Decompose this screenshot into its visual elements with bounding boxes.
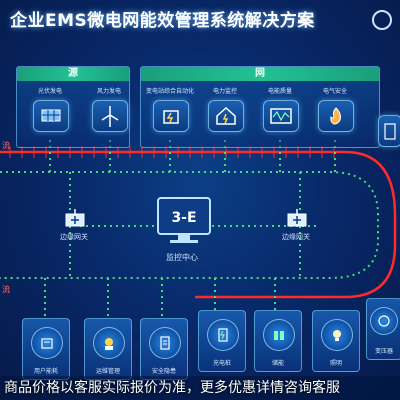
monitor-icon: 3-E [157,197,211,243]
safety-hazard-icon [149,327,181,359]
bottom-card-transformer[interactable]: 变压器 [366,298,400,360]
user-energy-label: 用户能耗 [33,368,58,375]
transformer-icon [370,307,398,335]
gateway-left-label: 边缘网关 [60,233,88,241]
battery-storage-icon [263,319,295,351]
transformer-label: 变压器 [374,348,393,355]
power-quality-label: 电能质量 [267,88,292,95]
maintenance-label: 运维管理 [95,368,120,375]
bottom-card-user-energy[interactable]: 用户能耗 [22,318,70,380]
settings-icon[interactable] [372,10,392,30]
substation-icon [163,110,179,124]
bottom-card-charging[interactable]: 充电桩 [198,310,246,372]
lighting-label: 照明 [329,360,342,367]
wind-label: 风力发电 [96,88,121,95]
power-monitor-label: 电力监控 [212,88,237,95]
page-title: 企业EMS微电网能效管理系统解决方案 [10,11,315,31]
substation-card[interactable] [153,100,189,132]
charging-label: 充电桩 [212,360,231,367]
gateway-left[interactable] [64,208,86,228]
bottom-card-storage[interactable]: 储能 [254,310,302,372]
gateway-left-icon [65,209,85,227]
red-bus-curve [195,150,397,299]
building-icon [384,123,396,140]
monitoring-center-label: 监控中心 [166,253,198,262]
electrical-safety-card[interactable] [318,100,354,132]
svg-text:3-E: 3-E [171,210,196,226]
grid-header: 网 [141,67,379,81]
solar-card[interactable] [33,100,69,132]
wind-turbine-icon [101,106,119,127]
solar-panel-icon [41,109,61,122]
bottom-card-safety[interactable]: 安全隐患 [140,318,188,380]
side-label-top: 流 [2,141,10,150]
gateway-right-label: 边缘网关 [282,233,310,241]
monitoring-center[interactable]: 3-E [154,194,214,248]
caption-bar: 商品价格以客服实际报价为准，更多优惠详情咨询客服 [0,376,400,400]
power-quality-icon [270,108,292,124]
solar-label: 光伏发电 [37,88,62,95]
power-monitor-icon [216,106,236,125]
user-energy-icon [31,327,63,359]
charging-pile-icon [207,319,239,351]
lighting-icon [321,319,353,351]
gateway-right[interactable] [286,208,308,228]
bottom-card-maintenance[interactable]: 运维管理 [84,318,132,380]
maintenance-icon [93,327,125,359]
power-monitor-card[interactable] [208,100,244,132]
green-loop [0,171,379,279]
safety-label: 安全隐患 [151,368,176,375]
electrical-safety-label: 电气安全 [322,88,347,95]
wind-card[interactable] [92,100,128,132]
power-quality-card[interactable] [263,100,299,132]
storage-label: 储能 [271,360,284,367]
source-header: 源 [17,67,129,81]
side-label-bottom: 流 [2,285,10,294]
electrical-safety-icon [330,107,341,125]
gateway-right-icon [287,209,307,227]
red-ticks [9,146,335,158]
substation-label: 变电站综合自动化 [145,88,194,95]
right-edge-card[interactable] [378,115,400,147]
bottom-card-lighting[interactable]: 照明 [312,310,360,372]
